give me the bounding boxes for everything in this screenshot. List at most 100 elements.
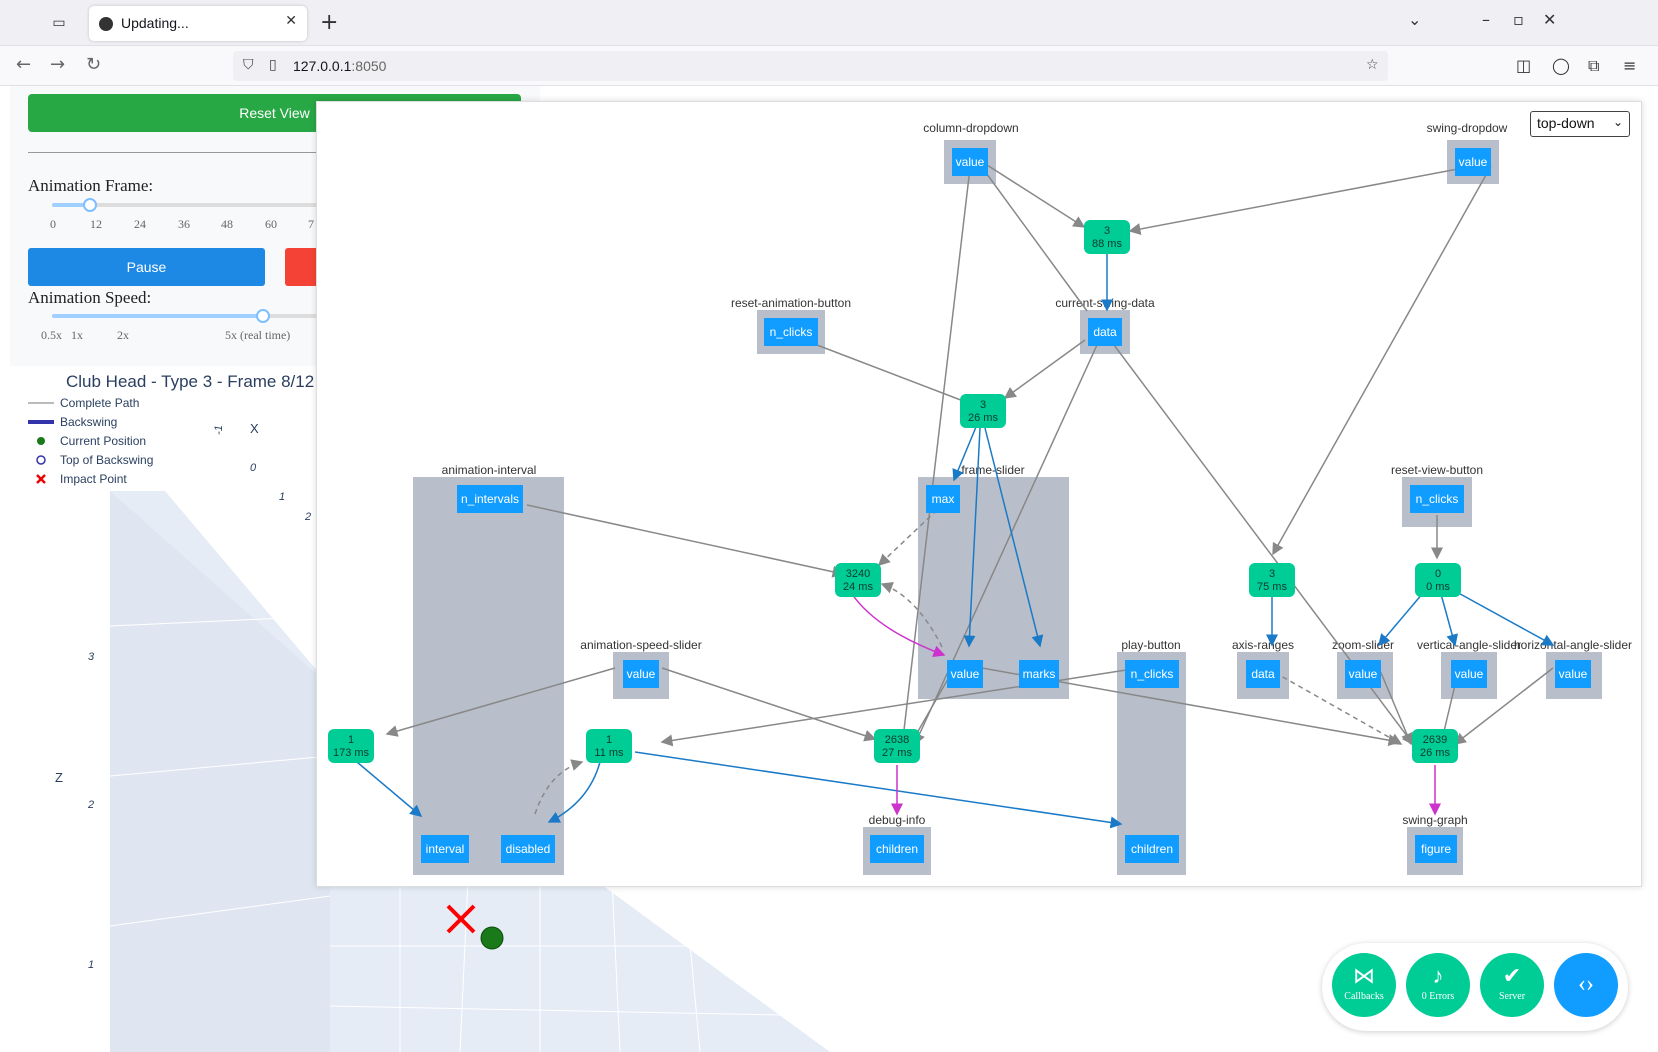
group-label: swing-dropdow [1427,121,1508,135]
divider [28,152,318,153]
prop-label: value [1349,667,1378,681]
impact-point-marker [446,904,476,934]
group-label: animation-interval [442,463,537,477]
legend-item[interactable]: Impact Point [24,470,162,488]
prop-animation-speed-value[interactable]: value [623,660,659,688]
group-animation-interval: animation-interval [413,463,564,875]
callback-time: 27 ms [882,747,912,759]
prop-column-dropdown-value[interactable]: value [952,148,988,176]
tab-list-icon[interactable]: ▭ [52,15,66,31]
callback-node[interactable]: 375 ms [1249,563,1295,597]
prop-label: data [1251,667,1275,681]
prop-current-swing-data[interactable]: data [1088,318,1122,346]
swing-3d-plot[interactable] [0,386,840,1052]
callback-count: 2638 [885,734,909,746]
prop-debug-info-children[interactable]: children [870,835,924,863]
layout-select-value: top-down [1537,115,1595,131]
speed-tick: 5x (real time) [225,328,291,342]
prop-label: max [932,492,955,506]
callbacks-button[interactable]: ⋈ Callbacks [1332,953,1396,1017]
close-tab-icon[interactable]: ✕ [285,13,297,29]
group-label: frame-slider [961,463,1024,477]
plot-title: Club Head - Type 3 - Frame 8/12 [66,372,315,391]
code-brackets-icon: ‹› [1578,971,1594,997]
group-label: reset-view-button [1391,463,1483,477]
current-position-marker [480,926,504,950]
prop-label: value [956,155,985,169]
errors-button[interactable]: ♪ 0 Errors [1406,953,1470,1017]
tab-overflow-chevron-icon[interactable]: ⌄ [1408,10,1422,29]
share-graph-icon: ⋈ [1353,963,1375,988]
prop-swing-dropdown-value[interactable]: value [1455,148,1491,176]
account-icon[interactable]: ◯ [1552,56,1570,75]
legend-label: Top of Backswing [60,453,154,467]
callback-time: 75 ms [1257,581,1287,593]
prop-label: children [876,842,918,856]
reload-icon[interactable]: ↻ [86,54,102,75]
bell-icon: ♪ [1432,963,1444,988]
z-tick: 3 [88,651,95,663]
legend-item[interactable]: Top of Backswing [24,451,162,469]
legend-item[interactable]: Backswing [24,413,162,431]
back-icon[interactable]: ← [16,54,32,75]
group-label: play-button [1121,638,1180,652]
toggle-devtools-button[interactable]: ‹› [1554,953,1618,1017]
callback-graph[interactable]: column-dropdown swing-dropdow reset-anim… [317,102,1642,887]
shield-icon[interactable]: ⛉ [243,57,254,73]
browser-tab-bar: ▭ Updating... ✕ + ⌄ – ▫ ✕ [0,0,1658,46]
prop-reset-animation-n-clicks[interactable]: n_clicks [764,318,818,346]
prop-play-button-children[interactable]: children [1125,835,1179,863]
dash-devtools: ⋈ Callbacks ♪ 0 Errors ✔ Server ‹› [1322,943,1628,1031]
server-button[interactable]: ✔ Server [1480,953,1544,1017]
browser-tab[interactable]: Updating... ✕ [89,6,307,41]
prop-axis-ranges-data[interactable]: data [1246,660,1280,688]
prop-horizontal-angle-value[interactable]: value [1555,660,1591,688]
extensions-icon[interactable]: ⧉ [1588,56,1600,75]
legend-item[interactable]: Complete Path [24,394,162,412]
legend-label: Current Position [60,434,147,448]
page-info-icon[interactable]: ▯ [269,57,277,73]
speed-slider-handle[interactable] [256,309,270,323]
prop-frame-slider-marks[interactable]: marks [1019,660,1059,688]
pocket-icon[interactable]: ◫ [1516,56,1532,75]
menu-icon[interactable]: ≡ [1623,56,1637,75]
prop-label: value [951,667,980,681]
prop-swing-graph-figure[interactable]: figure [1415,835,1457,863]
prop-frame-slider-max[interactable]: max [926,485,960,513]
pause-button[interactable]: Pause [28,248,265,286]
legend-item[interactable]: Current Position [24,432,162,450]
callback-node[interactable]: 00 ms [1415,563,1461,597]
graph-edges [356,164,1555,829]
maximize-icon[interactable]: ▫ [1513,10,1524,29]
prop-play-button-n-clicks[interactable]: n_clicks [1125,660,1179,688]
callback-node[interactable]: 111 ms [586,729,632,763]
callback-node[interactable]: 388 ms [1084,220,1130,254]
layout-select[interactable]: top-down ⌄ [1530,111,1630,137]
frame-slider-track[interactable] [52,203,318,207]
prop-vertical-angle-value[interactable]: value [1451,660,1487,688]
prop-animation-interval-disabled[interactable]: disabled [501,835,555,863]
bookmark-star-icon[interactable]: ☆ [1366,57,1379,73]
plot-legend: Complete Path Backswing Current Position… [24,394,162,490]
close-window-icon[interactable]: ✕ [1543,10,1557,29]
prop-reset-view-n-clicks[interactable]: n_clicks [1410,485,1464,513]
frame-slider-handle[interactable] [83,198,97,212]
minimize-icon[interactable]: – [1482,10,1490,29]
frame-tick: 12 [90,217,102,231]
forward-icon[interactable]: → [50,54,66,75]
frame-tick: 24 [134,217,146,231]
prop-animation-interval-n-intervals[interactable]: n_intervals [457,485,523,513]
url-bar[interactable]: ⛉ ▯ 127.0.0.1:8050 ☆ [233,51,1388,81]
callback-node[interactable]: 326 ms [960,394,1006,428]
prop-zoom-slider-value[interactable]: value [1345,660,1381,688]
prop-animation-interval-interval[interactable]: interval [421,835,469,863]
new-tab-icon[interactable]: + [320,10,339,35]
callback-count: 3240 [846,568,870,580]
prop-label: value [1559,667,1588,681]
prop-frame-slider-value[interactable]: value [947,660,983,688]
callback-count: 2639 [1423,734,1447,746]
